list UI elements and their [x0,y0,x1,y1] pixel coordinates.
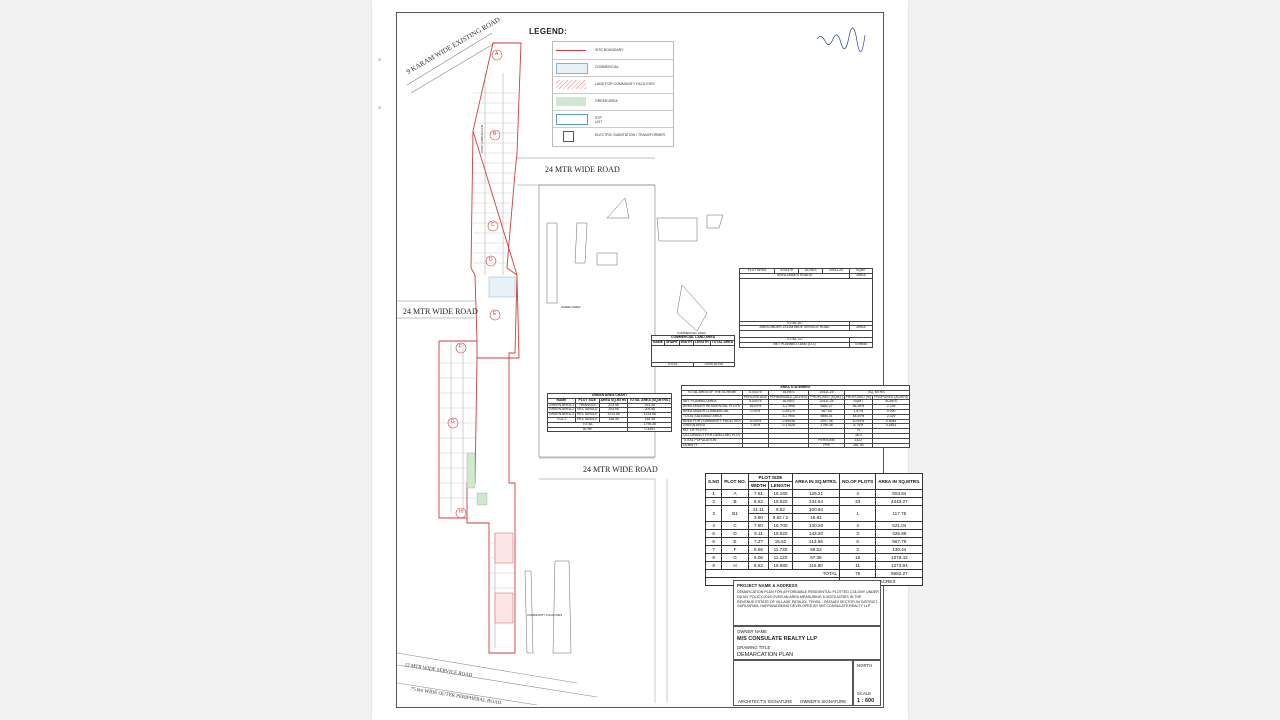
legend-item: SITE BOUNDARY [553,42,673,60]
green-area-table: GREEN AREA CHART NAME PLOT SIZE AREA SQ.… [546,393,673,433]
service-road-edge [397,652,578,684]
community-pocket [494,592,514,624]
sector-road-edge [410,42,496,94]
title-block-north-scale: NORTH SCALE 1 : 600 [853,660,881,706]
commercial-land-table: COMMERCIAL LAND AREA NAME SHAPE WIDTH LE… [650,335,736,368]
north-label: NORTH [857,663,873,668]
commercial-detail [656,217,698,242]
binder-hole [378,58,381,61]
top-road-label: 24 MTR WIDE ROAD [545,165,620,174]
legend-item: GREEN AREA [553,93,673,111]
community-detail-line [524,570,534,654]
drawing-label: DRAWING TITLE [737,645,771,650]
community-pocket [494,532,514,564]
pocket-markers [447,49,503,519]
pocket-label-g: G [451,419,455,425]
commercial-label: COMMERCIAL AREA [677,331,707,335]
binder-hole [378,106,381,109]
plot-size-table: S.NO PLOT NO. PLOT SIZE AREA IN SQ.MTRS.… [704,473,924,586]
pocket-label-a: A [495,51,499,57]
community-label: COMMUNITY FACILITIES [527,613,563,617]
internal-road-label: 9.0M WIDE ROAD [480,124,484,153]
legend-item: COMMERCIAL [553,59,673,77]
legend-title: LEGEND: [529,27,568,36]
title-block-owner: OWNER NAME M/S CONSULATE REALTY LLP DRAW… [733,626,881,660]
title-block-signatures: ARCHITECT'S SIGNATURE OWNER'S SIGNATURE [733,660,853,706]
commercial-detail [676,284,708,332]
transformer-detail [706,214,724,229]
drawing-frame: 9 KARAM WIDE EXISTING ROAD 24 MTR WIDE R… [396,12,924,708]
owner-label: OWNER NAME [737,629,768,634]
detail-panel [538,184,656,458]
architect-signature-label: ARCHITECT'S SIGNATURE [738,699,793,704]
green-area-patch [476,492,488,506]
green-area-detail [596,252,618,266]
title-block-project: PROJECT NAME & ADDRESS DEMARCATION PLAN … [733,580,881,626]
pocket-label-d: D [489,257,493,263]
scale-label: SCALE [857,691,872,696]
green-area-patch [466,452,476,489]
green-area-detail [606,197,630,219]
service-road-edge [397,664,598,698]
left-road-label: 24 MTR WIDE ROAD [403,307,478,316]
site-boundary [438,341,467,519]
green-label: GREEN AREA [561,305,581,309]
pocket-label-c: C [491,222,495,228]
commercial-pocket [488,276,516,298]
scale-value: 1 : 600 [857,698,875,704]
green-area-detail [574,222,588,264]
community-detail-outline [552,560,572,654]
pocket-label-h: H [459,509,463,515]
pocket-label-f: F [459,344,463,350]
bottom-road-label: 24 MTR WIDE ROAD [583,465,658,474]
area-calc-table: PLOT AREA 5.04375 ACRES 20411.25 SQMT AR… [739,268,874,348]
project-text: DEMARCATION PLAN FOR AFFORDABLE RESIDENT… [737,590,879,609]
legend-item: LAND FOR COMMUNITY FACILITIES [553,76,673,94]
drawing-sheet: 9 KARAM WIDE EXISTING ROAD 24 MTR WIDE R… [372,0,924,720]
site-plan-drawing [397,27,874,706]
owner-signature-label: OWNER'S SIGNATURE [800,699,847,704]
area-statement-table: AREA STATEMENT TOTAL AREA OF THE SCHEME … [680,385,911,449]
sector-road-edge [406,32,493,86]
site-boundary [470,130,478,342]
drawing-title: DEMARCATION PLAN [737,652,794,658]
project-label: PROJECT NAME & ADDRESS [737,583,798,588]
site-boundary [439,340,478,358]
pocket-label-b: B [493,131,497,137]
legend-item: ELECTRIC SUBSTATION / TRANSFORMER [553,127,673,144]
legend-panel: SITE BOUNDARY COMMERCIAL LAND FOR COMMUN… [552,41,674,147]
pocket-label-e: E [493,311,497,317]
green-area-detail [546,222,558,304]
plot-divisions [439,92,517,589]
peripheral-road-edge [397,682,538,706]
owner-name: M/S CONSULATE REALTY LLP [737,636,818,642]
signature-mark [816,27,866,52]
